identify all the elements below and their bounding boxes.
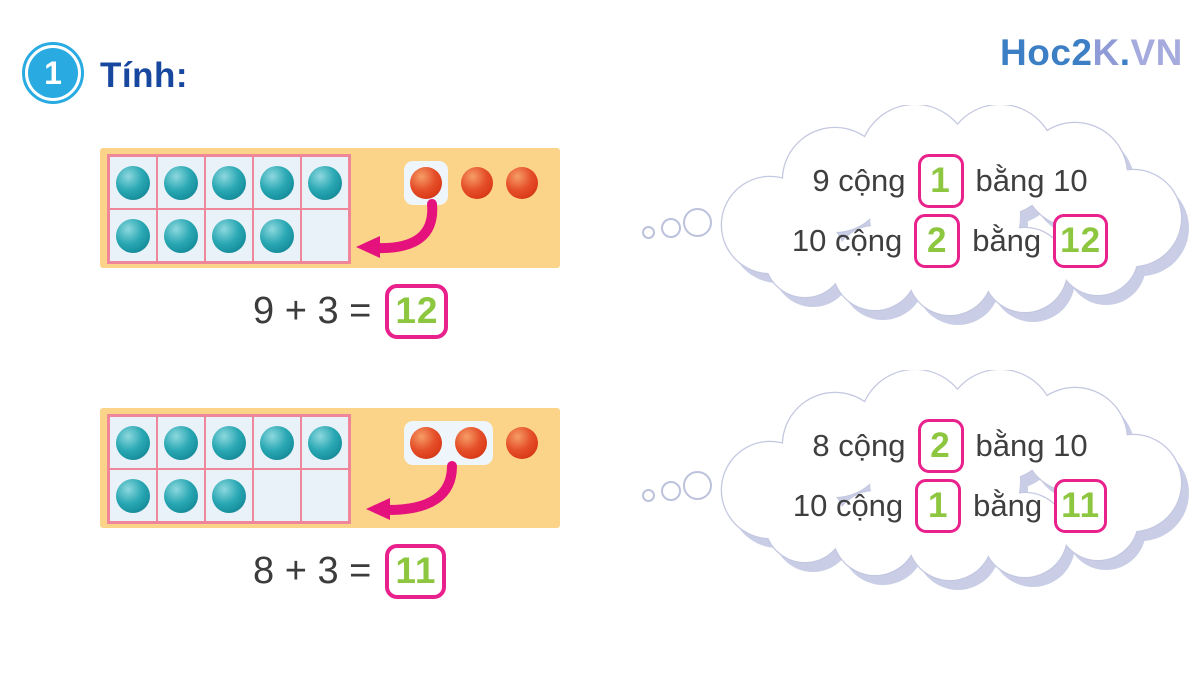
cloud-final-answer-box: 12 xyxy=(1053,214,1109,268)
ten-frame-cell xyxy=(253,209,301,262)
red-counter-dot xyxy=(410,427,442,459)
thought-cloud-1: 9 cộng 1 bằng 10 10 cộng 2 bằng 12 xyxy=(700,105,1200,330)
teal-counter-dot xyxy=(116,218,150,253)
teal-counter-dot xyxy=(260,425,294,460)
red-counter-dot xyxy=(506,427,538,459)
ten-frame-cell xyxy=(301,209,349,262)
cloud-answer: 2 xyxy=(930,426,951,465)
ten-frame-cell xyxy=(205,209,253,262)
teal-counter-dot xyxy=(116,478,150,513)
carry-highlight-box xyxy=(404,421,493,465)
cloud-answer: 1 xyxy=(927,486,949,525)
teal-counter-dot xyxy=(212,218,246,253)
logo-part-4: VN xyxy=(1130,32,1183,73)
cloud-text-pre: 10 cộng xyxy=(792,488,904,523)
cloud-final-answer-box: 11 xyxy=(1054,479,1108,533)
logo-part-3: . xyxy=(1119,32,1131,73)
cloud-line-2: 10 cộng 1 bằng 11 xyxy=(700,478,1200,534)
logo-part-2: K xyxy=(1092,32,1120,73)
ten-frame-cell xyxy=(205,416,253,469)
site-logo: Hoc2K.VN xyxy=(1000,32,1183,74)
ten-frame-cell xyxy=(157,469,205,522)
cloud-text-pre: 10 cộng xyxy=(791,223,903,258)
equation-expression: 8 + 3 = xyxy=(253,549,372,592)
ten-frame-cell xyxy=(301,469,349,522)
cloud-text-pre: 9 cộng xyxy=(812,163,906,198)
equation-answer: 11 xyxy=(395,550,437,591)
ten-frame-cell xyxy=(253,156,301,209)
teal-counter-dot xyxy=(308,165,342,200)
cloud-text-post: bằng xyxy=(972,223,1042,258)
ten-frame-cell xyxy=(109,209,157,262)
ten-frame-cell xyxy=(253,416,301,469)
teal-counter-dot xyxy=(116,425,150,460)
teal-counter-dot xyxy=(308,425,342,460)
thought-bubble-dot xyxy=(642,226,655,239)
red-counter-dot xyxy=(410,167,442,199)
ten-frame-cell xyxy=(301,416,349,469)
page-title: Tính: xyxy=(100,56,189,95)
ten-frame-cell xyxy=(253,469,301,522)
ten-frame-cell xyxy=(109,156,157,209)
thought-bubble-dot xyxy=(642,489,655,502)
ten-frame-cell xyxy=(157,156,205,209)
cloud-text-post: bằng 10 xyxy=(975,428,1088,463)
cloud-text-post: bằng xyxy=(973,488,1043,523)
cloud-line-1: 8 cộng 2 bằng 10 xyxy=(700,418,1200,474)
teal-counter-dot xyxy=(116,165,150,200)
cloud-line-1: 9 cộng 1 bằng 10 xyxy=(700,153,1200,209)
ten-frame-1 xyxy=(107,154,351,264)
cloud-answer-box: 1 xyxy=(915,479,962,533)
extra-dots-1 xyxy=(404,161,538,205)
ten-frame-cell xyxy=(157,416,205,469)
thought-cloud-2: 8 cộng 2 bằng 10 10 cộng 1 bằng 11 xyxy=(700,370,1200,595)
ten-frame-cell xyxy=(109,416,157,469)
cloud-answer: 1 xyxy=(930,161,951,200)
equation-2: 8 + 3 = 11 xyxy=(253,543,447,599)
cloud-answer-box: 1 xyxy=(917,154,964,208)
equation-answer-box: 12 xyxy=(385,283,449,339)
logo-part-1: Hoc2 xyxy=(1000,32,1093,73)
exercise-number: 1 xyxy=(28,48,78,98)
thought-bubble-dot xyxy=(661,481,681,501)
ten-frame-cell xyxy=(301,156,349,209)
exercise-number-badge: 1 xyxy=(22,42,84,104)
red-counter-dot xyxy=(461,167,493,199)
cloud-final-answer: 12 xyxy=(1060,221,1102,260)
teal-counter-dot xyxy=(212,165,246,200)
teal-counter-dot xyxy=(260,165,294,200)
ten-frame-cell xyxy=(109,469,157,522)
cloud-answer-box: 2 xyxy=(914,214,961,268)
carry-highlight-box xyxy=(404,161,448,205)
extra-dots-2 xyxy=(404,421,538,465)
thought-bubble-dot xyxy=(683,471,712,500)
counter-strip-1 xyxy=(100,148,560,268)
cloud-line-2: 10 cộng 2 bằng 12 xyxy=(700,213,1200,269)
equation-answer-box: 11 xyxy=(385,543,447,599)
ten-frame-cell xyxy=(205,469,253,522)
ten-frame-2 xyxy=(107,414,351,524)
ten-frame-cell xyxy=(157,209,205,262)
cloud-text-post: bằng 10 xyxy=(975,163,1088,198)
teal-counter-dot xyxy=(260,218,294,253)
teal-counter-dot xyxy=(212,425,246,460)
teal-counter-dot xyxy=(164,218,198,253)
equation-answer: 12 xyxy=(395,290,439,331)
teal-counter-dot xyxy=(212,478,246,513)
thought-bubble-dot xyxy=(683,208,712,237)
teal-counter-dot xyxy=(164,478,198,513)
red-counter-dot xyxy=(506,167,538,199)
cloud-final-answer: 11 xyxy=(1061,486,1101,525)
ten-frame-cell xyxy=(205,156,253,209)
cloud-text-pre: 8 cộng xyxy=(812,428,906,463)
equation-1: 9 + 3 = 12 xyxy=(253,283,449,339)
teal-counter-dot xyxy=(164,165,198,200)
cloud-answer: 2 xyxy=(926,221,948,260)
thought-bubble-dot xyxy=(661,218,681,238)
red-counter-dot xyxy=(455,427,487,459)
equation-expression: 9 + 3 = xyxy=(253,289,372,332)
teal-counter-dot xyxy=(164,425,198,460)
cloud-answer-box: 2 xyxy=(917,419,964,473)
counter-strip-2 xyxy=(100,408,560,528)
